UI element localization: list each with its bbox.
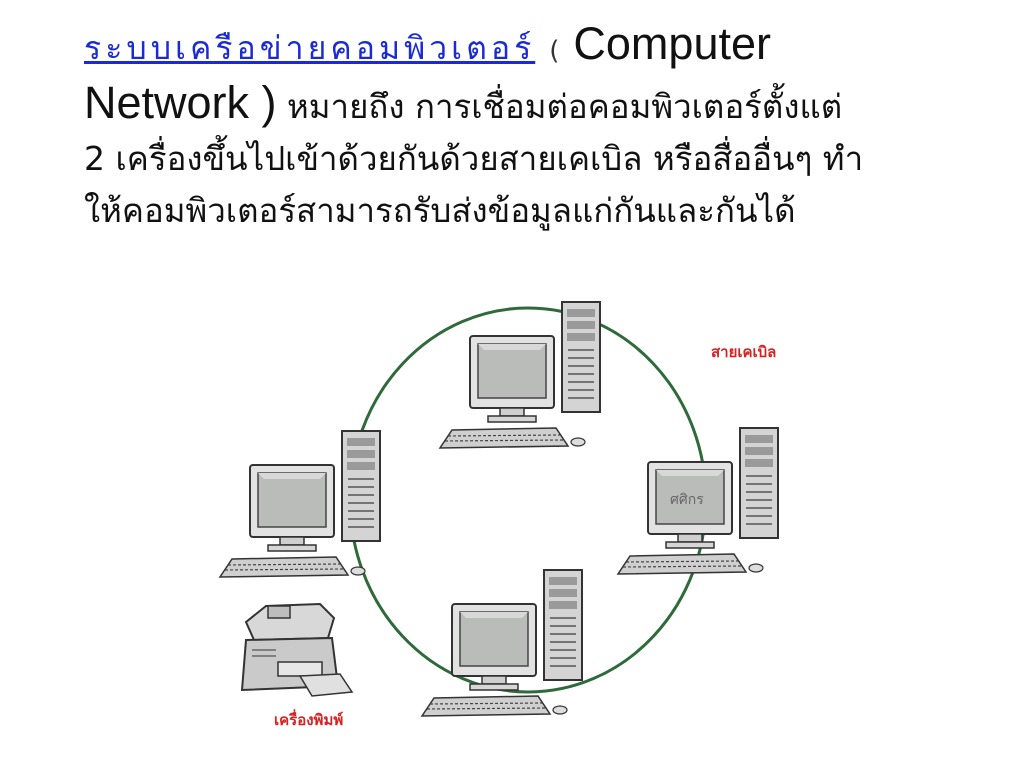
text-line-3: 2 เครื่องขึ้นไปเข้าด้วยกันด้วยสายเคเบิล …	[84, 139, 864, 178]
computer-bottom	[421, 569, 583, 717]
screen-text: ศศิกร	[670, 492, 704, 508]
slide-text: ระบบเครือข่ายคอมพิวเตอร์ ( Computer Networ…	[84, 18, 934, 237]
printer	[240, 602, 354, 697]
text-line-1: ระบบเครือข่ายคอมพิวเตอร์ ( Computer	[84, 18, 934, 77]
computer-right: ศศิกร	[617, 427, 779, 575]
english-term-network: Network )	[84, 77, 277, 128]
title-link[interactable]: ระบบเครือข่ายคอมพิวเตอร์	[84, 29, 536, 67]
definition-part-1: หมายถึง การเชื่อมต่อคอมพิวเตอร์ตั้งแต่	[287, 87, 843, 126]
cable-label: สายเคเบิล	[711, 343, 776, 361]
paren-open: (	[549, 36, 560, 66]
text-line-2: Network ) หมายถึง การเชื่อมต่อคอมพิวเตอร…	[84, 77, 934, 133]
text-line-4: ให้คอมพิวเตอร์สามารถรับส่งข้อมูลแก่กันแล…	[84, 191, 796, 230]
english-term-computer: Computer	[573, 18, 771, 69]
printer-label: เครื่องพิมพ์	[274, 709, 343, 729]
computer-top	[439, 301, 601, 449]
